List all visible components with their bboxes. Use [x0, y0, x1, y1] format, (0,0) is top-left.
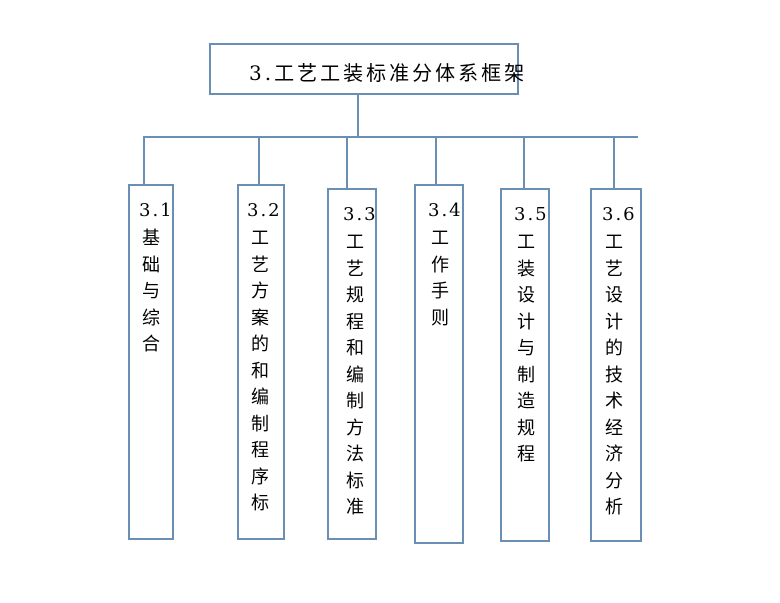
child-node-3-3: 3.3 工艺规程和编制方法标准	[327, 188, 377, 540]
child-node-label: 工艺设计的技术经济分析	[605, 232, 623, 518]
child-node-number: 3.2	[247, 200, 282, 221]
child-node-number: 3.5	[514, 204, 549, 225]
child-node-number: 3.1	[139, 200, 174, 221]
child-node-label: 基础与综合	[142, 228, 160, 355]
child-node-label: 工装设计与制造规程	[517, 232, 535, 465]
child-node-label: 工作手则	[431, 228, 449, 329]
child-node-label: 工艺方案的和编制程序标	[251, 228, 269, 514]
child-node-3-5: 3.5 工装设计与制造规程	[500, 188, 550, 542]
child-node-3-4: 3.4 工作手则	[414, 184, 464, 544]
child-node-3-2: 3.2 工艺方案的和编制程序标	[237, 184, 285, 540]
child-node-number: 3.6	[602, 204, 637, 225]
child-node-number: 3.3	[343, 204, 378, 225]
child-node-number: 3.4	[428, 200, 463, 221]
child-node-label: 工艺规程和编制方法标准	[346, 232, 364, 518]
child-node-3-1: 3.1 基础与综合	[128, 184, 174, 540]
root-node-title: 3.工艺工装标准分体系框架	[249, 61, 528, 85]
child-node-3-6: 3.6 工艺设计的技术经济分析	[590, 188, 642, 542]
root-node-box: 3.工艺工装标准分体系框架	[209, 43, 524, 95]
